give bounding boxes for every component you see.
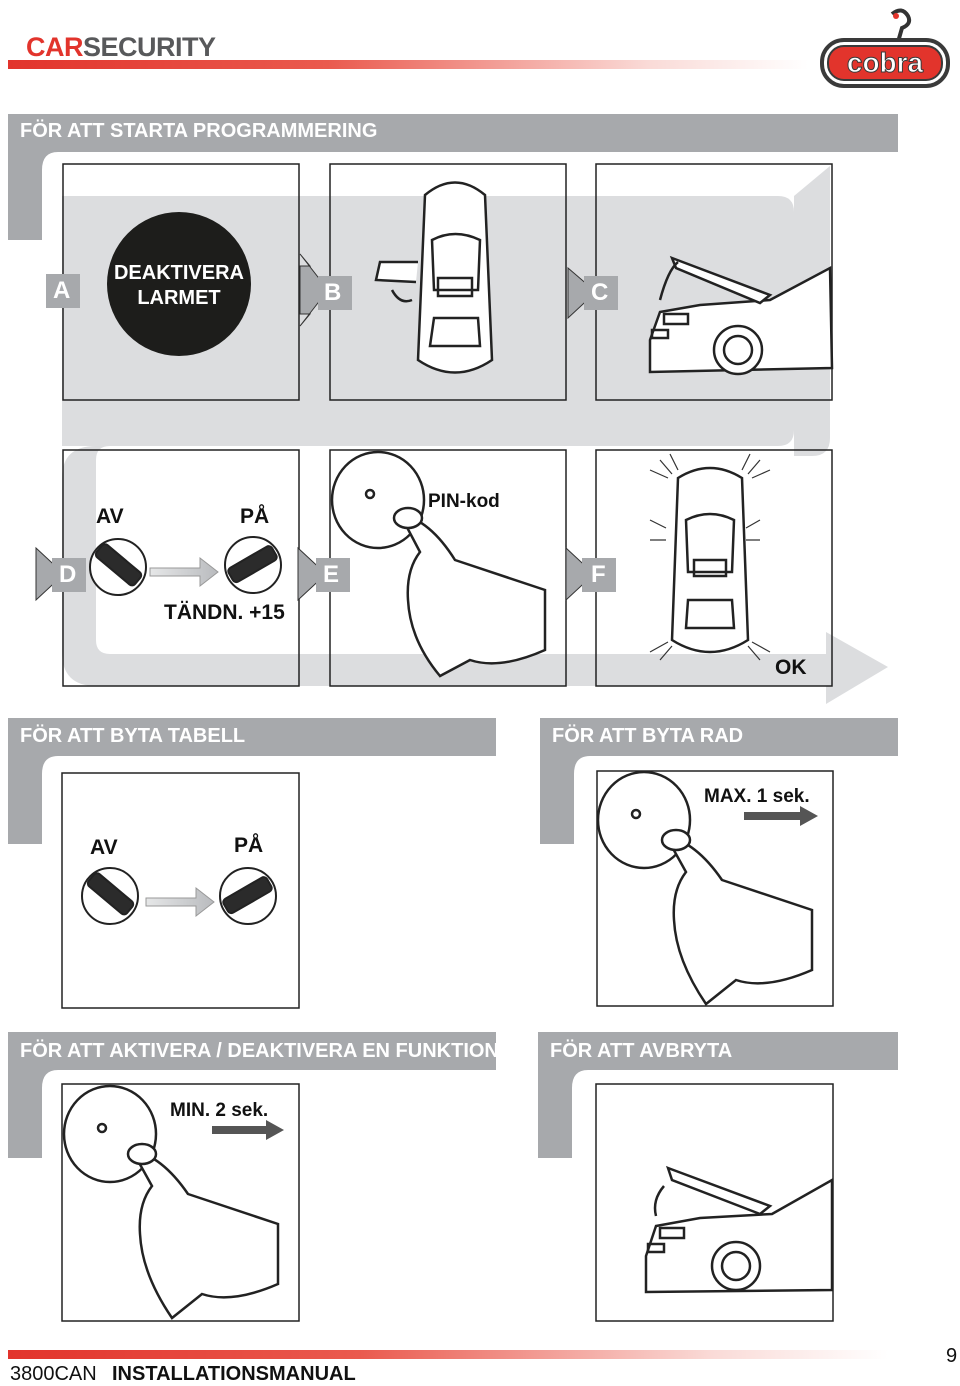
section-title-toggle-function: FÖR ATT AKTIVERA / DEAKTIVERA EN FUNKTIO… bbox=[20, 1040, 499, 1062]
step-f-badge bbox=[582, 558, 616, 592]
section-band-toggle bbox=[8, 1032, 496, 1158]
long-press-arrow bbox=[212, 1120, 284, 1140]
footer-manual-title: INSTALLATIONSMANUAL bbox=[112, 1363, 356, 1385]
max-duration-label: MAX. 1 sek. bbox=[704, 786, 810, 807]
step-letter-d: D bbox=[59, 561, 77, 588]
footer-model: 3800CAN bbox=[10, 1363, 97, 1385]
page-number: 9 bbox=[946, 1345, 958, 1367]
section-band-change-row bbox=[540, 718, 898, 844]
cobra-logo: cobra bbox=[818, 6, 952, 92]
step-e-badge bbox=[316, 558, 350, 592]
section-title-cancel: FÖR ATT AVBRYTA bbox=[550, 1040, 733, 1062]
min-duration-label: MIN. 2 sek. bbox=[170, 1100, 269, 1121]
brand-car: CAR bbox=[26, 32, 84, 62]
table-on-label: PÅ bbox=[234, 834, 264, 857]
step-letter-b: B bbox=[324, 279, 342, 306]
section-title-change-table: FÖR ATT BYTA TABELL bbox=[20, 725, 246, 747]
car-top-view-door-open bbox=[374, 181, 494, 374]
section-band-cancel bbox=[538, 1032, 898, 1158]
step-letter-f: F bbox=[591, 561, 606, 588]
car-top-view-flashing bbox=[670, 466, 750, 654]
footer-rule bbox=[8, 1350, 888, 1359]
step-letter-a: A bbox=[53, 277, 71, 304]
pin-code-label: PIN-kod bbox=[428, 491, 500, 512]
table-key-off bbox=[81, 867, 139, 925]
step-d-on-label: PÅ bbox=[240, 505, 270, 528]
finger-long-press bbox=[62, 1084, 280, 1320]
logo-text: cobra bbox=[847, 47, 924, 78]
short-press-arrow bbox=[744, 806, 818, 826]
section-band-programming bbox=[8, 114, 898, 240]
step-d-badge bbox=[52, 558, 86, 592]
deactivate-line2: LARMET bbox=[137, 287, 221, 309]
deactivate-alarm-text: DEAKTIVERA LARMET bbox=[107, 261, 251, 311]
ignition-label: TÄNDN. +15 bbox=[164, 601, 285, 624]
brand-security: SECURITY bbox=[83, 32, 216, 62]
ignition-key-off bbox=[89, 538, 147, 596]
deactivate-alarm-badge bbox=[107, 212, 251, 356]
car-hood-open bbox=[648, 255, 834, 376]
ignition-key-on bbox=[224, 536, 282, 594]
table-key-on bbox=[219, 867, 277, 925]
section-title-change-row: FÖR ATT BYTA RAD bbox=[552, 725, 744, 747]
step-c-badge bbox=[584, 276, 618, 310]
table-off-label: AV bbox=[90, 836, 118, 859]
section-band-change-table bbox=[8, 718, 496, 844]
step-a-badge bbox=[46, 274, 80, 308]
section-title-programming: FÖR ATT STARTA PROGRAMMERING bbox=[20, 120, 378, 142]
header-rule bbox=[8, 60, 808, 69]
car-hood-closing bbox=[644, 1165, 834, 1294]
step-letter-c: C bbox=[591, 279, 609, 306]
step-letter-e: E bbox=[323, 561, 340, 588]
step-b-badge bbox=[318, 276, 352, 310]
deactivate-line1: DEAKTIVERA bbox=[113, 262, 244, 284]
finger-short-press bbox=[596, 770, 814, 1006]
key-turn-arrow bbox=[149, 556, 219, 588]
flash-rays bbox=[649, 453, 771, 661]
brand-wordmark: CARSECURITY bbox=[26, 32, 216, 63]
ok-label: OK bbox=[775, 656, 807, 679]
step-d-off-label: AV bbox=[96, 505, 124, 528]
finger-pin-press bbox=[330, 450, 547, 678]
